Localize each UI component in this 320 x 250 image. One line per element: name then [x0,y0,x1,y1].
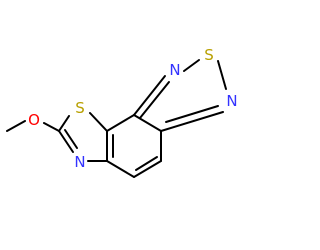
bond-c6-c8 [133,114,162,132]
bond-c4-c5-2 [135,156,158,171]
atom-s-thiadiazole: S [204,46,214,64]
bonds [6,59,227,178]
bond-nright-c6-2 [165,105,219,123]
bond-c4-c5 [133,160,162,178]
atom-n-top: N [169,61,180,79]
atom-o-methoxy: O [28,111,40,129]
bond-c2-n3-2 [64,129,78,149]
atom-labels: N S N S O N [28,46,238,171]
bond-c2-s [58,115,70,132]
molecule-drawing: N S N S O N [6,46,238,178]
bond-methyl-o [6,120,26,132]
bond-s-nright [217,60,227,90]
structure-canvas: N S N S O N [6,46,238,178]
bond-c7a-c8 [106,114,135,132]
bond-o-c2 [43,122,60,132]
bond-ntop-s [183,59,200,72]
atom-s-thiazole: S [75,99,85,117]
bond-c2-n3 [58,130,74,153]
atom-n-right: N [226,92,237,110]
bond-c8-ntop-2 [139,81,170,119]
bond-nright-c6 [160,111,224,132]
bond-s-c7a [89,112,108,132]
bond-c3a-c4 [106,160,135,178]
atom-n-thiazole: N [74,153,85,171]
bond-c8-ntop [133,75,166,116]
